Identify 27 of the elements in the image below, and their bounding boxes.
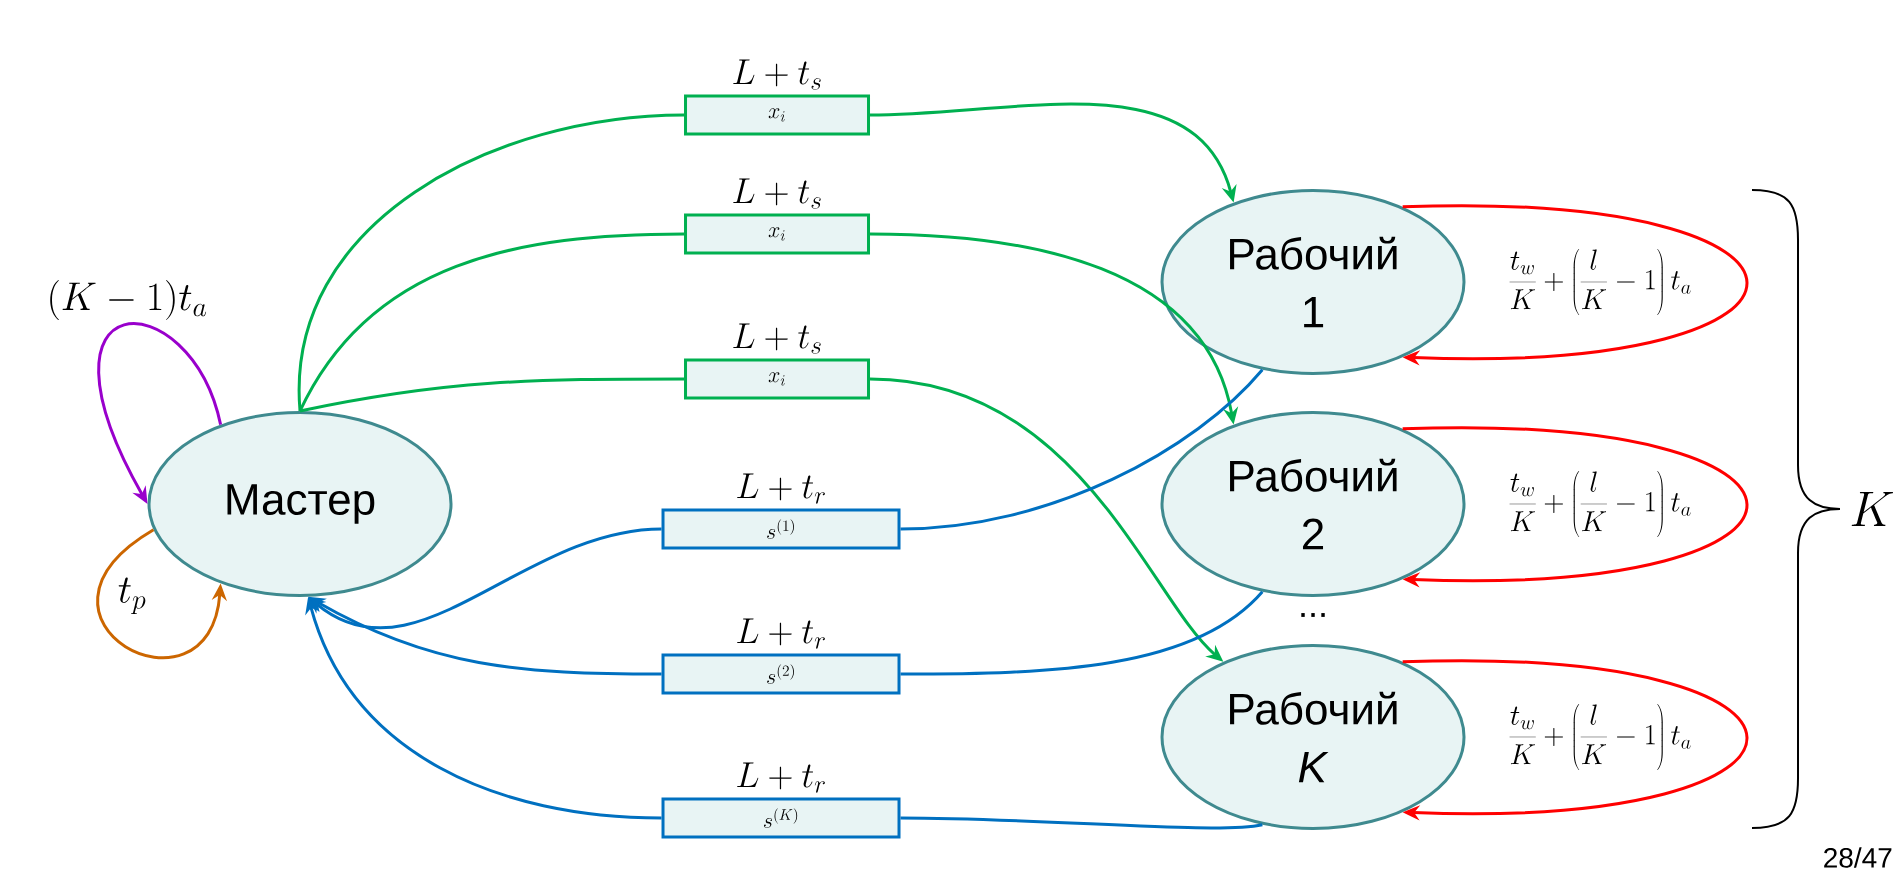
- ellipse-node: Рабочий 1: [1160, 189, 1466, 375]
- message-box: $s^{(K)}$: [661, 797, 901, 839]
- message-label: $L + t_r$: [737, 618, 825, 649]
- ellipse-node: Мастер: [147, 411, 453, 597]
- message-label: $L + t_s$: [733, 178, 821, 209]
- message-label: $L + t_s$: [733, 323, 821, 354]
- edge-label: $t_p$: [118, 577, 146, 614]
- arrow: [1402, 660, 1749, 821]
- message-label: $L + t_r$: [737, 473, 825, 504]
- message-box: $s^{(2)}$: [661, 653, 901, 695]
- message-label: $L + t_s$: [733, 59, 821, 90]
- page-number: 28/47: [1824, 847, 1892, 868]
- arrow: [1402, 427, 1749, 588]
- message-box: $x_i$: [684, 94, 870, 136]
- message-box: $x_i$: [684, 358, 870, 400]
- edge-label: $\frac{t_w}{K}+\left(\frac{l}{K}-1\right)t_a$: [1509, 249, 1691, 315]
- ellipse-node: Рабочий K: [1160, 644, 1466, 830]
- ellipsis: ...: [1301, 613, 1325, 617]
- edge-label: $\frac{t_w}{K}+\left(\frac{l}{K}-1\right)t_a$: [1509, 471, 1691, 537]
- brace-label: $K$: [1851, 491, 1894, 527]
- ellipse-node: Рабочий 2: [1160, 411, 1466, 597]
- message-label: $L + t_r$: [737, 762, 825, 793]
- edge-label: $(K-1)t_a$: [50, 280, 207, 320]
- arrow: [1402, 205, 1749, 366]
- message-box: $x_i$: [684, 213, 870, 255]
- edge-label: $\frac{t_w}{K}+\left(\frac{l}{K}-1\right)t_a$: [1509, 704, 1691, 770]
- message-box: $s^{(1)}$: [661, 508, 901, 550]
